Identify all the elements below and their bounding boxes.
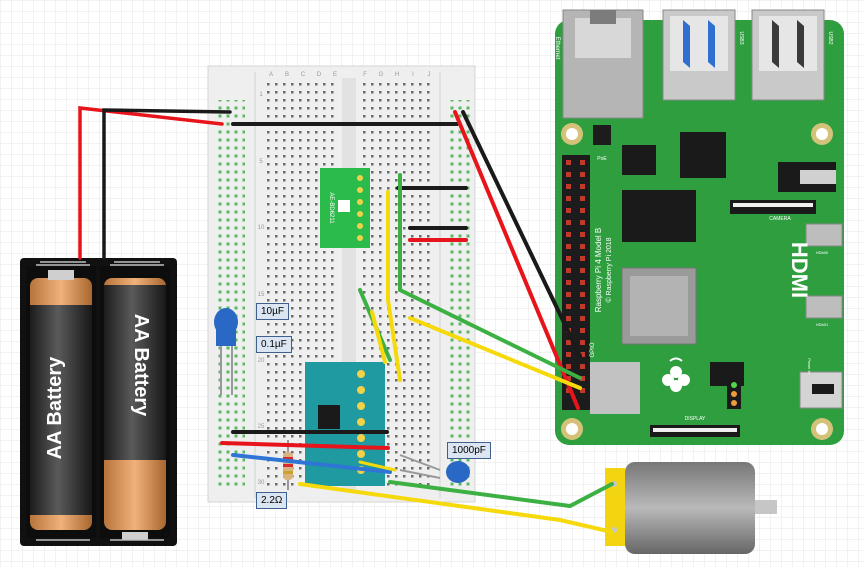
pi-black-wire: [461, 110, 582, 358]
battery-cell-2: [104, 278, 166, 540]
signal-yellow-wire-a: [386, 190, 402, 382]
driver-yellow-jumper: [358, 460, 397, 472]
ethernet-label: Ethernet: [554, 37, 560, 60]
row-number: 10: [258, 225, 265, 231]
wires: [78, 106, 614, 534]
col-letter: G: [379, 72, 384, 78]
cap-01uf-label: 0.1µF: [256, 336, 292, 353]
row-number: 25: [258, 424, 265, 430]
power-rail-left: [215, 100, 245, 490]
lower-red-wire: [220, 441, 390, 450]
raspberry-logo-icon: [662, 357, 690, 392]
chip-small: [622, 145, 656, 175]
motor-green-wire: [388, 480, 614, 509]
col-letter: D: [317, 72, 322, 78]
usb2-label: USB2: [827, 31, 833, 44]
power-rail-right: [448, 100, 472, 490]
raspberry-pi-board: PoE: [554, 9, 844, 445]
poe-label: PoE: [597, 156, 607, 162]
row-number: 30: [258, 480, 265, 486]
col-letter: I: [412, 72, 414, 78]
hdmi1-label: HDMI1: [816, 322, 829, 327]
motor-body: [625, 462, 755, 554]
gpio-label: GPIO: [590, 342, 596, 357]
motor-shaft: [755, 500, 777, 514]
battery-pack: AA Battery AA Battery: [20, 258, 177, 546]
board-name: Raspberry Pi 4 Model B: [594, 228, 603, 312]
camera-label: CAMERA: [769, 216, 791, 222]
battery-black-lead: [102, 108, 232, 260]
battery-cell-1-label: AA Battery: [44, 356, 66, 459]
row-number: 15: [258, 292, 265, 298]
short-yellow-wire: [370, 310, 387, 364]
usb3-label: USB3: [738, 31, 744, 44]
ae-module-name: AE-BD6211: [328, 192, 334, 224]
signal-yellow-wire: [408, 316, 582, 390]
battery-cell-2-label: AA Battery: [130, 314, 152, 417]
capacitor-10uf: [214, 308, 238, 395]
col-letter: C: [301, 72, 306, 78]
dc-motor: [605, 462, 777, 554]
col-letter: F: [363, 72, 367, 78]
col-letter: A: [269, 72, 273, 78]
col-letter: J: [428, 72, 431, 78]
chip-usb: [680, 132, 726, 178]
capacitor-1000pf: [399, 454, 470, 483]
row-number: 1: [259, 92, 263, 98]
status-leds: [727, 377, 741, 409]
lower-blue-wire: [231, 453, 392, 474]
battery-red-lead: [78, 106, 224, 260]
col-letter: E: [333, 72, 337, 78]
display-label: DISPLAY: [685, 416, 706, 422]
ram-chip: [622, 190, 696, 242]
poe-header: [593, 125, 611, 145]
col-letter: H: [395, 72, 399, 78]
row-number: 5: [259, 159, 263, 165]
cap-1000pf-label: 1000pF: [447, 442, 491, 459]
row-number: 20: [258, 358, 265, 364]
cap-10uf-label: 10µF: [256, 303, 289, 320]
hdmi-text: HDMI: [787, 242, 812, 298]
ae-module: AE-BD6211: [320, 168, 370, 248]
motor-yellow-wire: [298, 482, 614, 534]
signal-green-wire: [398, 173, 582, 380]
power-label: Power in: [807, 358, 812, 374]
pi-red-wire: [453, 110, 580, 410]
battery-cell-1: [30, 270, 92, 530]
power-port: [799, 371, 843, 409]
motor-cap: [605, 468, 625, 546]
hdmi1-port: [805, 295, 843, 319]
col-letter: B: [285, 72, 289, 78]
resistor-label: 2.2Ω: [256, 492, 288, 509]
hdmi0-label: HDMI0: [816, 250, 829, 255]
hdmi0-port: [805, 223, 843, 247]
wifi-shield: [590, 362, 640, 414]
board-copyright: © Raspberry Pi 2018: [605, 237, 613, 302]
